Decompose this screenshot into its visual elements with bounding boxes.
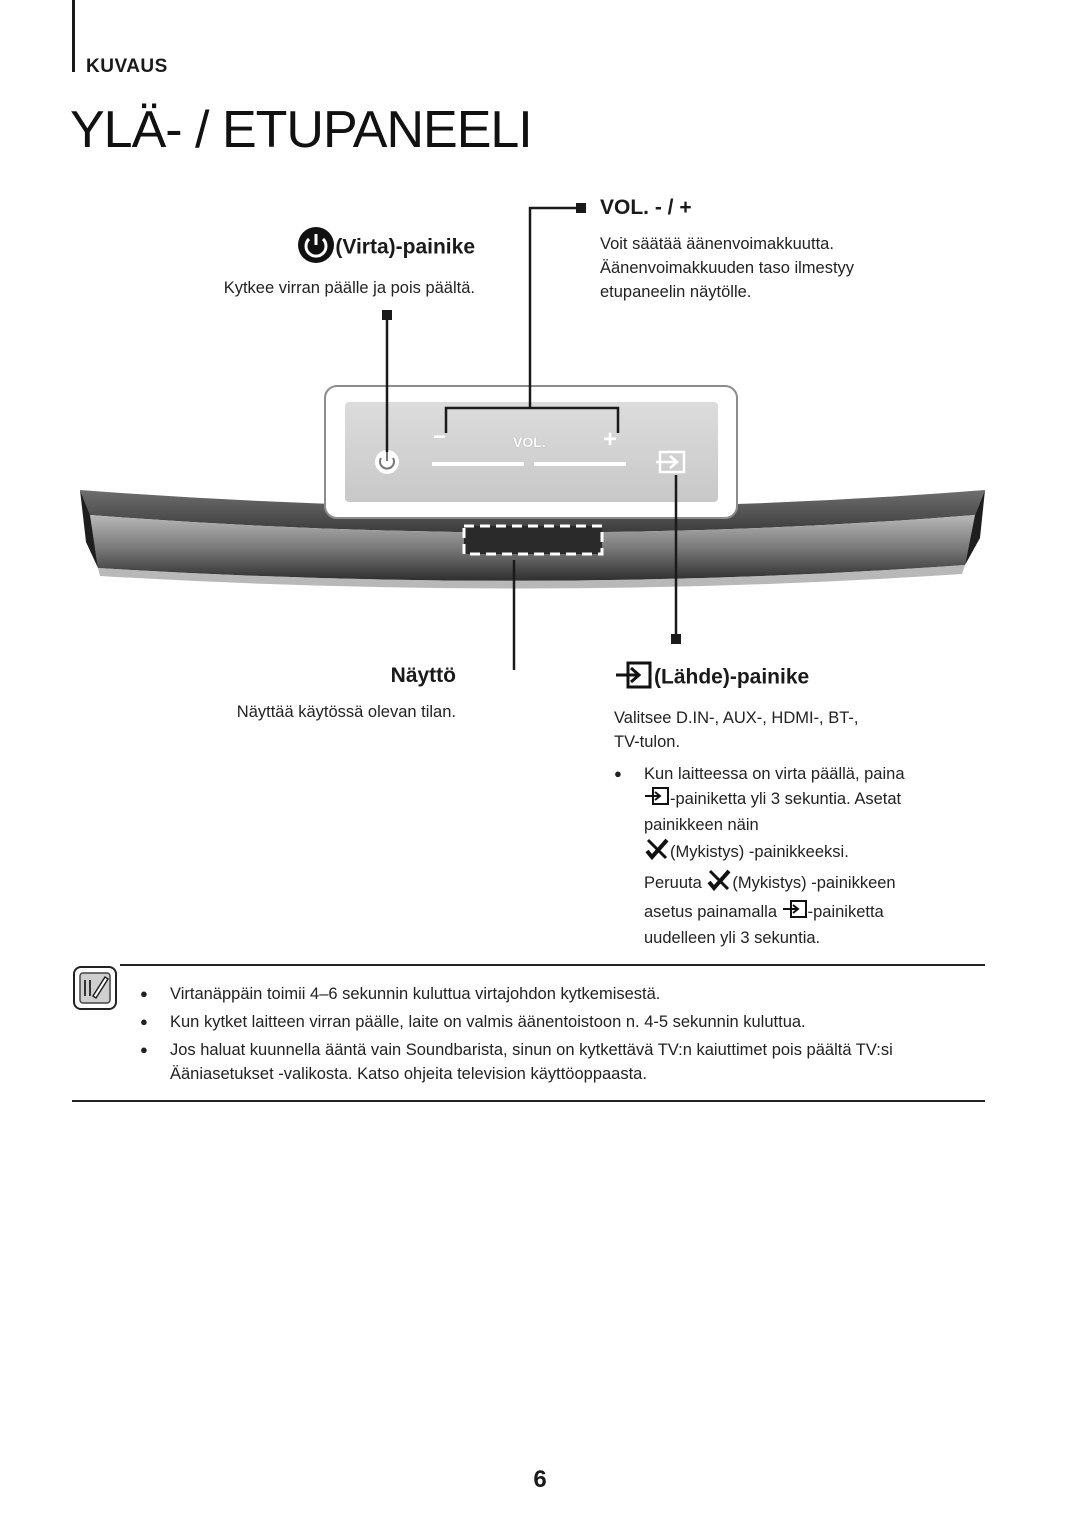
- source-bullets: Kun laitteessa on virta päällä, paina -p…: [614, 762, 944, 950]
- section-rule: [72, 0, 75, 72]
- volume-description-line: etupaneelin näytölle.: [600, 283, 752, 301]
- note-item: Kun kytket laitteen virran päälle, laite…: [140, 1010, 960, 1034]
- mute-icon: [706, 868, 732, 899]
- source-title-text: (Lähde)-painike: [654, 665, 810, 689]
- note-rule-bottom: [72, 1100, 985, 1102]
- vol-label: VOL.: [513, 434, 546, 450]
- callout-markers: [382, 203, 681, 644]
- power-callout: (Virta)-painike Kytkee virran päälle ja …: [210, 226, 475, 300]
- source-icon: [644, 786, 670, 813]
- front-display: [462, 524, 604, 556]
- notes-list: Virtanäppäin toimii 4–6 sekunnin kuluttu…: [140, 982, 960, 1090]
- source-description-line: Valitsee D.IN-, AUX-, HDMI-, BT-,: [614, 709, 859, 727]
- power-button[interactable]: [375, 450, 399, 474]
- note-item: Jos haluat kuunnella ääntä vain Soundbar…: [140, 1038, 960, 1086]
- bullet-line: Peruuta (Mykistys) -painikkeen: [644, 868, 944, 899]
- bullet-text: Peruuta: [644, 873, 702, 892]
- note-rule-top: [120, 964, 985, 966]
- source-bullet-item: Kun laitteessa on virta päällä, paina -p…: [614, 762, 944, 950]
- source-button[interactable]: [656, 450, 686, 474]
- mute-icon: [644, 837, 670, 868]
- volume-description-line: Voit säätää äänenvoimakkuutta.: [600, 235, 834, 253]
- note-pencil-icon: [73, 966, 117, 1010]
- source-description-line: TV-tulon.: [614, 733, 681, 751]
- volume-callout: VOL. - / + Voit säätää äänenvoimakkuutta…: [600, 196, 900, 304]
- power-icon: [297, 226, 335, 270]
- page-number: 6: [533, 1466, 547, 1493]
- power-title-text: (Virta)-painike: [335, 235, 475, 259]
- top-panel: [324, 385, 738, 519]
- bullet-line: (Mykistys) -painikkeeksi.: [644, 837, 944, 868]
- page-title: YLÄ- / ETUPANEELI: [70, 101, 533, 159]
- soundbar-illustration: [80, 203, 985, 670]
- bullet-text: (Mykistys) -painikkeeksi.: [670, 842, 849, 861]
- bullet-text: -painiketta yli 3 sekuntia. Asetat: [670, 789, 902, 808]
- display-title: Näyttö: [390, 664, 456, 687]
- power-callout-title: (Virta)-painike: [210, 226, 475, 270]
- vol-minus-label: −: [433, 424, 446, 449]
- bullet-line: asetus painamalla -painiketta: [644, 899, 944, 926]
- callout-lines: [385, 206, 678, 670]
- power-description: Kytkee virran päälle ja pois päältä.: [223, 279, 475, 297]
- bullet-text: (Mykistys) -painikkeen: [732, 873, 896, 892]
- bullet-line: Kun laitteessa on virta päällä, paina: [644, 765, 905, 783]
- source-icon: [614, 660, 654, 696]
- source-callout-title: (Lähde)-painike: [614, 660, 944, 696]
- vol-plus-label: +: [603, 426, 618, 453]
- bullet-line: painikkeen näin: [644, 816, 759, 834]
- source-icon: [782, 899, 808, 926]
- bullet-text: -painiketta: [807, 902, 884, 921]
- source-description: Valitsee D.IN-, AUX-, HDMI-, BT-, TV-tul…: [614, 706, 944, 754]
- note-item: Virtanäppäin toimii 4–6 sekunnin kuluttu…: [140, 982, 960, 1006]
- volume-slider[interactable]: [432, 462, 626, 466]
- display-callout: Näyttö Näyttää käytössä olevan tilan.: [200, 664, 456, 724]
- volume-description: Voit säätää äänenvoimakkuutta. Äänenvoim…: [600, 232, 900, 304]
- bullet-line: uudelleen yli 3 sekuntia.: [644, 929, 821, 947]
- volume-description-line: Äänenvoimakkuuden taso ilmestyy: [600, 259, 855, 277]
- bullet-text: asetus painamalla: [644, 902, 777, 921]
- section-label: KUVAUS: [86, 56, 168, 77]
- display-description: Näyttää käytössä olevan tilan.: [236, 703, 456, 721]
- bullet-line: -painiketta yli 3 sekuntia. Asetat: [644, 786, 944, 813]
- source-callout: (Lähde)-painike Valitsee D.IN-, AUX-, HD…: [614, 660, 944, 950]
- volume-title: VOL. - / +: [600, 196, 692, 219]
